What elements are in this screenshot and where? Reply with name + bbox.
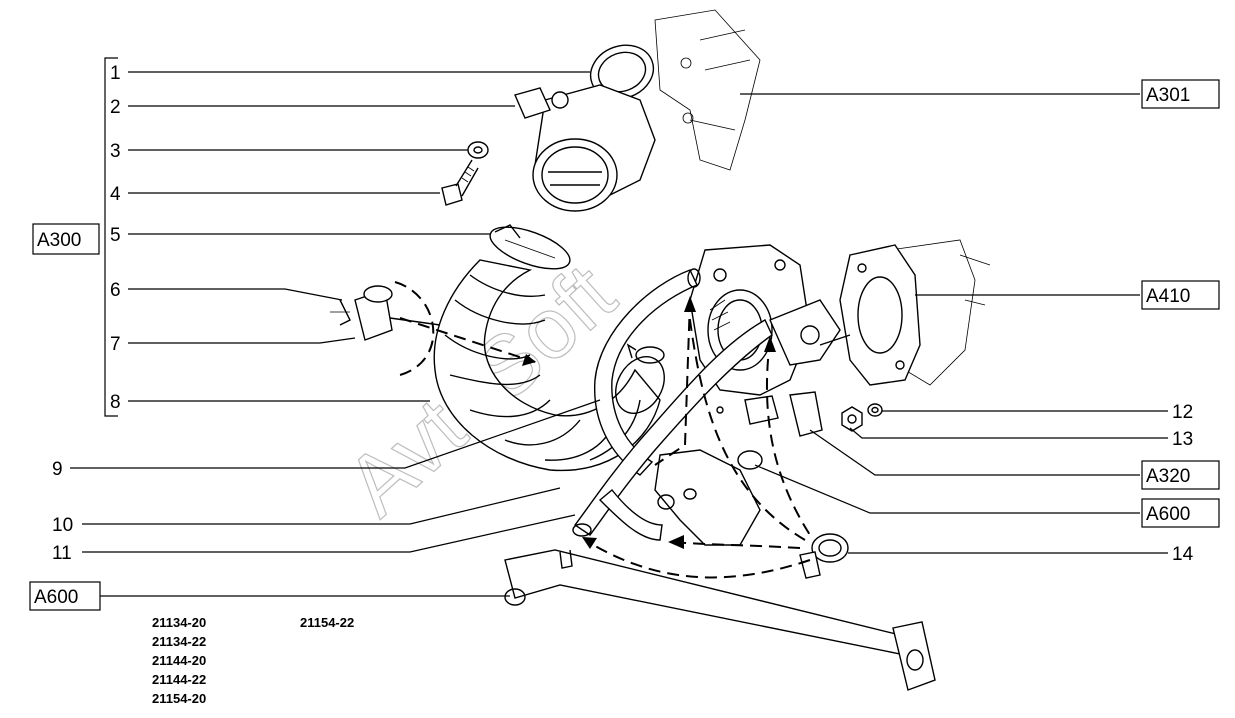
group-bracket-a300 <box>32 57 118 417</box>
box-label-a410: A410 <box>1146 286 1190 307</box>
callout-3: 3 <box>110 141 121 162</box>
spring-clamp <box>799 533 849 579</box>
callout-11: 11 <box>52 543 72 564</box>
leader-lines <box>70 71 1168 597</box>
model-item: 21154-20 <box>152 691 206 706</box>
throttle-gasket <box>819 244 921 386</box>
callout-14: 14 <box>1172 544 1194 565</box>
hose-clamp-large <box>489 224 571 270</box>
bottom-coolant-pipe <box>504 549 936 691</box>
callout-9: 9 <box>52 459 63 480</box>
callout-12: 12 <box>1172 402 1193 423</box>
model-list: 21134-20 21134-22 21144-20 21144-22 2115… <box>152 615 354 706</box>
model-item: 21144-20 <box>152 653 206 668</box>
callout-10: 10 <box>52 515 73 536</box>
washer <box>467 141 489 159</box>
model-item: 21134-20 <box>152 615 206 630</box>
reference-boxes <box>29 79 1220 611</box>
box-label-a600-left: A600 <box>34 587 78 608</box>
bolt <box>441 159 479 206</box>
callout-7: 7 <box>110 334 121 355</box>
callout-5: 5 <box>110 225 121 246</box>
model-item: 21154-22 <box>300 615 354 630</box>
manifold-background <box>654 9 761 171</box>
callout-8: 8 <box>110 392 121 413</box>
box-label-a300: A300 <box>37 230 81 251</box>
assembly-arrows <box>394 281 811 579</box>
coolant-fitting <box>654 449 763 546</box>
callout-1: 1 <box>110 63 121 84</box>
callout-6: 6 <box>110 280 121 301</box>
box-label-a600-right: A600 <box>1146 504 1190 525</box>
mass-air-flow-sensor <box>514 84 656 212</box>
box-label-a320: A320 <box>1146 466 1190 487</box>
washer-small <box>867 403 883 417</box>
model-item: 21134-22 <box>152 634 206 649</box>
hose-clamp-small <box>626 343 665 364</box>
box-label-a301: A301 <box>1146 85 1190 106</box>
model-item: 21144-22 <box>152 672 206 687</box>
air-temperature-sensor <box>330 285 441 341</box>
callout-2: 2 <box>110 97 121 118</box>
throttle-position-sensor <box>716 391 823 437</box>
callout-4: 4 <box>110 184 121 205</box>
coolant-hose-long <box>593 268 701 476</box>
nut <box>841 406 863 432</box>
callout-13: 13 <box>1172 429 1193 450</box>
coolant-hose-short <box>572 319 773 541</box>
